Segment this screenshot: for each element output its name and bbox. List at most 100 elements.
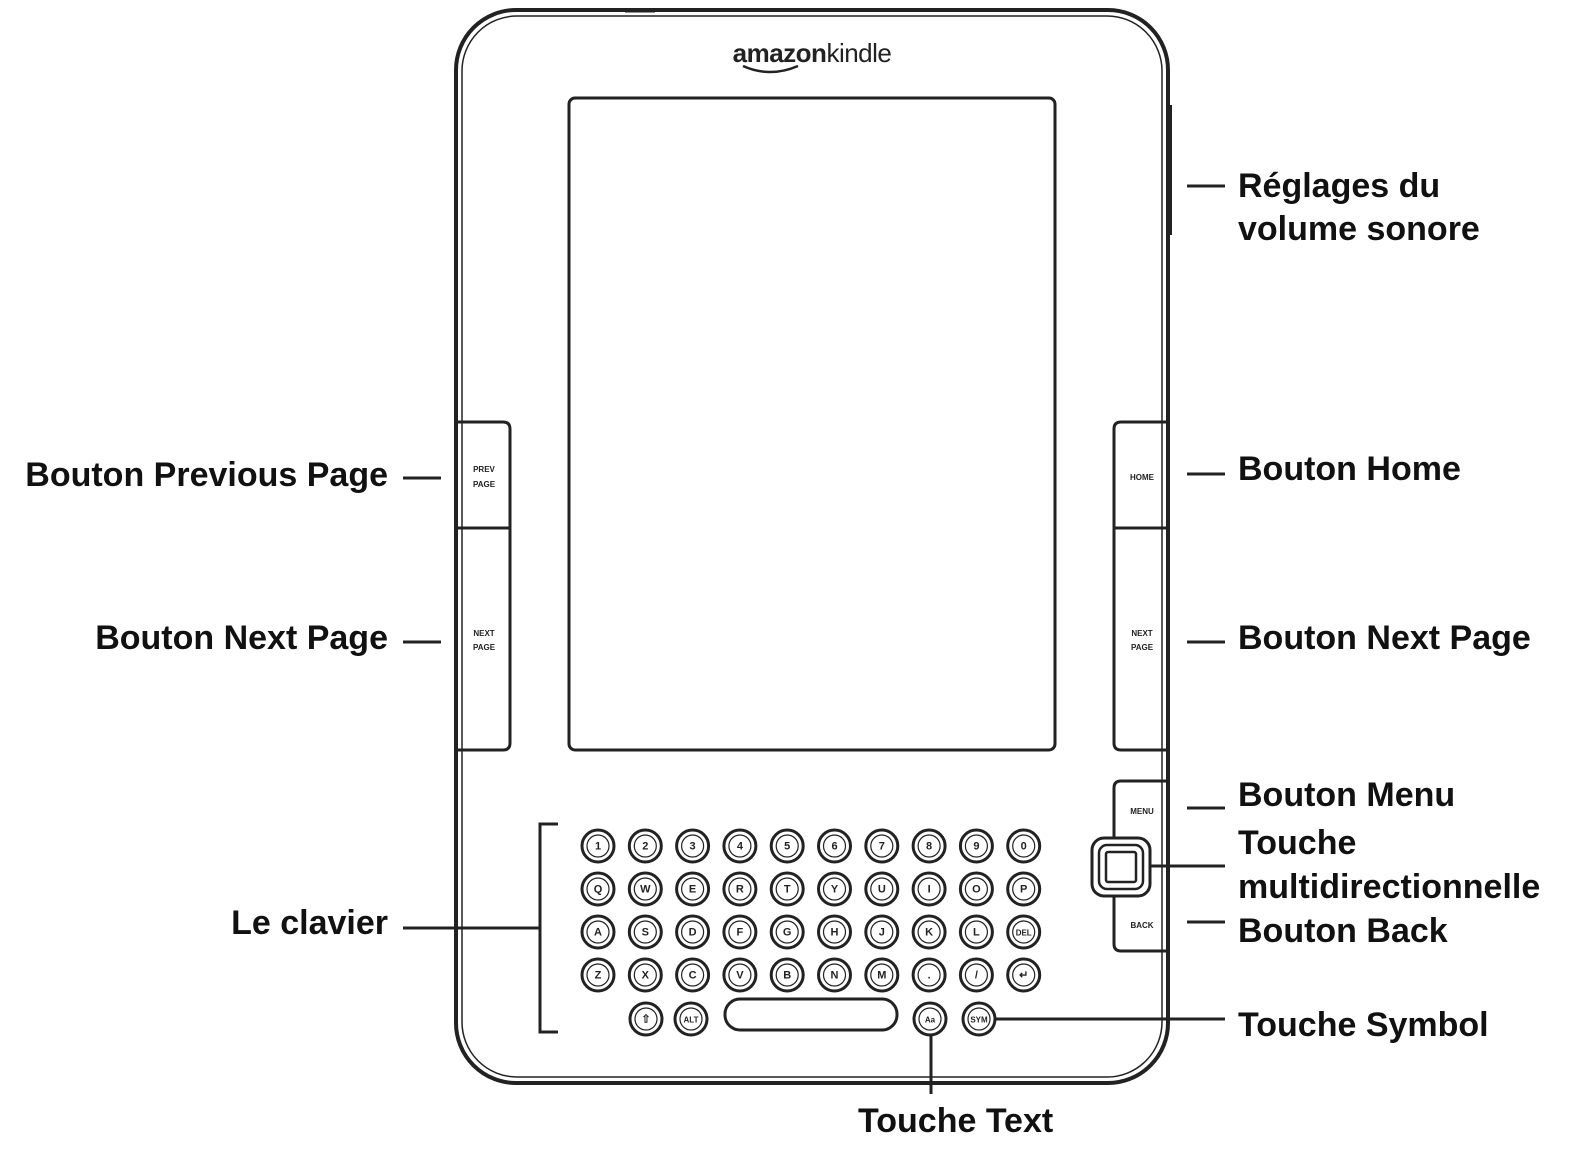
alt-key-ring bbox=[679, 1007, 703, 1031]
space-bar bbox=[723, 997, 899, 1032]
key-r3c1-ring bbox=[633, 963, 657, 987]
key-r1c3-ring bbox=[728, 877, 752, 901]
device-body bbox=[454, 8, 1170, 1085]
sym-key-label: SYM bbox=[970, 1016, 988, 1025]
key-r0c3-ring bbox=[728, 834, 752, 858]
label-keyboard: Le clavier bbox=[231, 904, 388, 942]
label-five-way-line1: Touche bbox=[1238, 824, 1357, 862]
five-way-controller-mid bbox=[1097, 843, 1145, 891]
label-next-page-right: Bouton Next Page bbox=[1238, 619, 1531, 657]
home-button-shape bbox=[1112, 420, 1167, 530]
key-r3c1-label: X bbox=[642, 970, 650, 982]
key-r2c1-label: S bbox=[642, 927, 649, 939]
key-r2c0-ring bbox=[586, 920, 610, 944]
key-r3c8-label: / bbox=[975, 970, 978, 982]
key-r1c2-ring bbox=[680, 877, 705, 901]
key-r3c2-ring bbox=[680, 963, 705, 987]
label-five-way-line2: multidirectionnelle bbox=[1238, 868, 1541, 906]
next-page-left-button-label-1: NEXT bbox=[473, 629, 494, 638]
key-r3c3-label: V bbox=[736, 970, 744, 982]
key-r0c3-label: 4 bbox=[737, 841, 744, 853]
next-page-right-button-shape bbox=[1112, 526, 1167, 752]
keyboard-bracket bbox=[538, 822, 558, 1034]
key-r2c9-label: DEL bbox=[1016, 929, 1032, 938]
key-r2c8-ring bbox=[964, 920, 989, 944]
key-r1c4-ring bbox=[775, 877, 799, 901]
key-r0c2-ring bbox=[680, 834, 705, 858]
key-r3c4-label: B bbox=[783, 970, 791, 982]
key-r2c6-label: J bbox=[879, 927, 885, 939]
key-r2c7-ring bbox=[917, 920, 941, 944]
key-r3c7-ring bbox=[917, 963, 941, 987]
key-r3c3-ring bbox=[728, 963, 752, 987]
home-button-label: HOME bbox=[1130, 473, 1155, 482]
key-r3c8-ring bbox=[964, 963, 989, 987]
key-r2c6-ring bbox=[870, 920, 894, 944]
label-volume-line2: volume sonore bbox=[1238, 210, 1480, 248]
label-symbol: Touche Symbol bbox=[1238, 1006, 1489, 1044]
key-r1c8-ring bbox=[964, 877, 989, 901]
key-r1c5-ring bbox=[822, 877, 847, 901]
key-r0c6-ring bbox=[870, 834, 894, 858]
key-r2c4-label: G bbox=[783, 927, 792, 939]
key-r0c4-label: 5 bbox=[784, 841, 790, 853]
key-r0c1-ring bbox=[633, 834, 657, 858]
prev-page-button-label-2: PAGE bbox=[473, 480, 496, 489]
key-r2c3-label: F bbox=[737, 927, 744, 939]
key-r1c7-label: I bbox=[928, 884, 931, 896]
key-r2c1-ring bbox=[633, 920, 657, 944]
key-r0c6-label: 7 bbox=[879, 841, 885, 853]
next-page-left-button-shape bbox=[457, 526, 512, 752]
key-r2c5-label: H bbox=[831, 927, 839, 939]
key-r3c4-ring bbox=[775, 963, 799, 987]
logo-amazon-kindle: amazonkindle bbox=[733, 38, 892, 68]
key-r1c8-label: O bbox=[972, 884, 981, 896]
next-page-right-button-label-1: NEXT bbox=[1131, 629, 1152, 638]
key-r1c1-ring bbox=[633, 877, 657, 901]
key-r3c0-ring bbox=[586, 963, 610, 987]
key-r0c5-label: 6 bbox=[831, 841, 837, 853]
key-r0c1-label: 2 bbox=[642, 841, 648, 853]
menu-button-label: MENU bbox=[1130, 807, 1154, 816]
key-r0c8-ring bbox=[964, 834, 989, 858]
key-r1c7-ring bbox=[917, 877, 941, 901]
five-way-controller-center bbox=[1104, 850, 1138, 884]
shift-key-ring bbox=[634, 1007, 658, 1031]
key-r3c5-label: N bbox=[831, 970, 839, 982]
next-page-right-button-label-2: PAGE bbox=[1131, 643, 1154, 652]
key-r1c1-label: W bbox=[640, 884, 651, 896]
alt-key-label: ALT bbox=[684, 1016, 699, 1025]
key-r3c5-ring bbox=[822, 963, 847, 987]
key-r2c4-ring bbox=[775, 920, 799, 944]
key-r1c6-label: U bbox=[878, 884, 886, 896]
prev-page-button-label-1: PREV bbox=[473, 465, 495, 474]
key-r2c8-label: L bbox=[973, 927, 980, 939]
key-r1c0-label: Q bbox=[594, 884, 603, 896]
logo-smile bbox=[742, 64, 799, 74]
key-r3c0-label: Z bbox=[595, 970, 602, 982]
shift-key-label: ⇧ bbox=[641, 1014, 650, 1026]
key-r1c2-label: E bbox=[689, 884, 696, 896]
key-r2c5-ring bbox=[822, 920, 847, 944]
sym-key-ring bbox=[967, 1007, 991, 1031]
key-r3c6-ring bbox=[870, 963, 894, 987]
key-r3c9-label: ↵ bbox=[1019, 970, 1028, 982]
key-r3c9-ring bbox=[1012, 963, 1036, 987]
text-key-label: Aa bbox=[925, 1016, 936, 1025]
key-r1c3-label: R bbox=[736, 884, 744, 896]
label-text: Touche Text bbox=[858, 1102, 1054, 1140]
key-r0c4-ring bbox=[775, 834, 799, 858]
key-r1c9-label: P bbox=[1020, 884, 1027, 896]
key-r2c7-label: K bbox=[925, 927, 933, 939]
key-r2c9-ring bbox=[1012, 920, 1036, 944]
key-r3c6-label: M bbox=[877, 970, 886, 982]
key-r2c2-ring bbox=[680, 920, 705, 944]
key-r0c9-ring bbox=[1012, 834, 1036, 858]
key-r1c6-ring bbox=[870, 877, 894, 901]
key-r2c2-label: D bbox=[689, 927, 697, 939]
key-r1c9-ring bbox=[1012, 877, 1036, 901]
key-r3c7-label: . bbox=[928, 970, 931, 982]
volume-rocker bbox=[1166, 105, 1172, 235]
